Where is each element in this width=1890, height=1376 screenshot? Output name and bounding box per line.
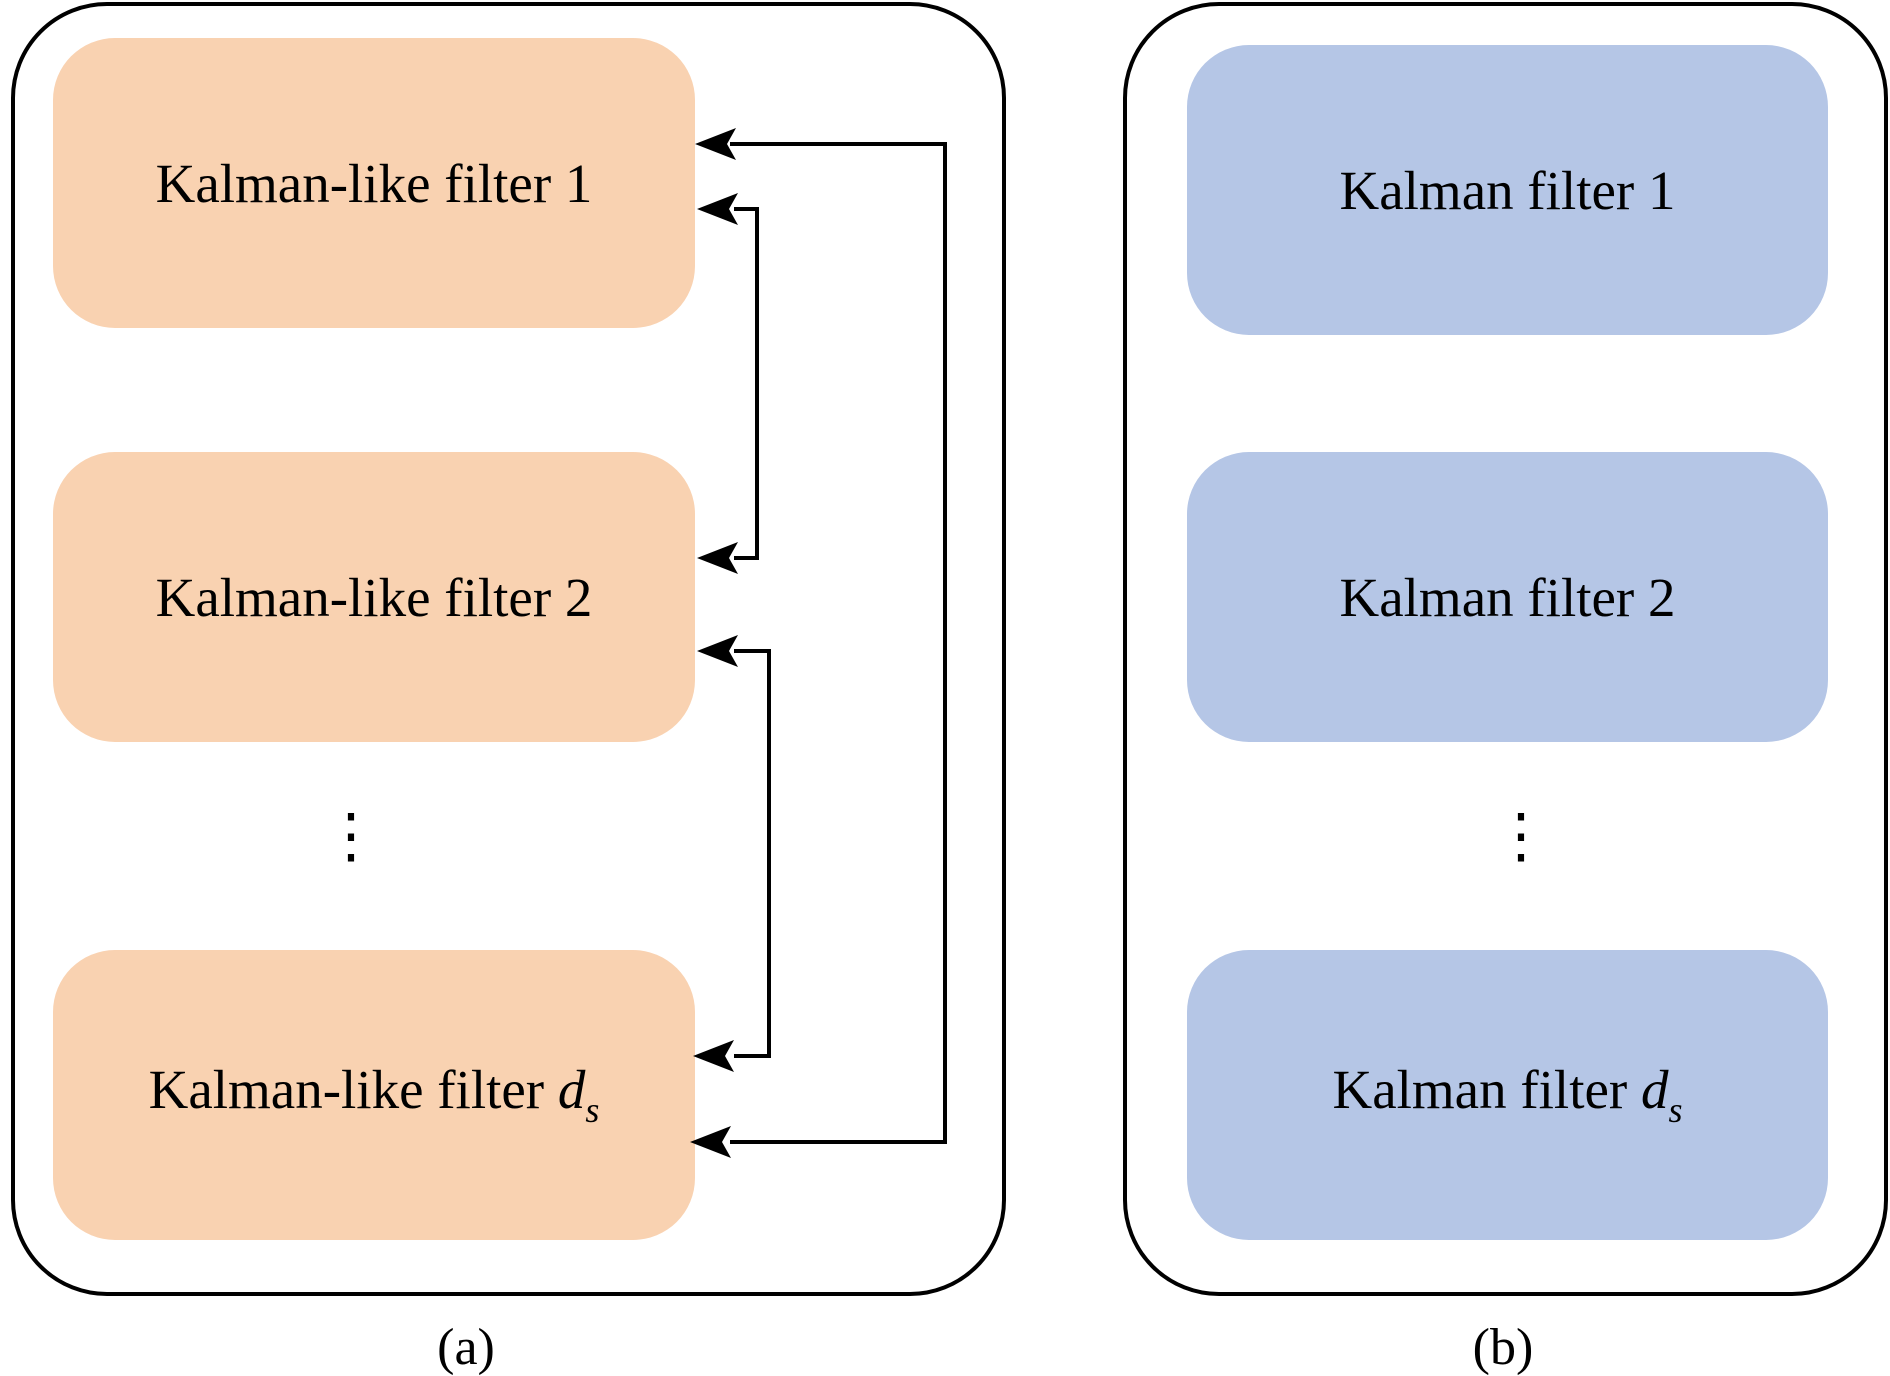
arrowhead-filter1-inner [697,193,738,225]
arrowhead-filterds-outer [690,1126,731,1158]
filter-index-symbol: d [1640,1059,1669,1120]
kalman-filter-1-label: Kalman filter 1 [1339,159,1676,221]
filter-index-subscript: s [585,1090,600,1130]
kalman-filter-2-label: Kalman filter 2 [1339,566,1676,628]
kalman-like-filter-ds-label: Kalman-like filter ds [148,1059,600,1130]
filter-index-symbol: d [557,1059,586,1120]
panel-b-ellipsis: ⋮ [1491,803,1551,869]
panel-b-caption: (b) [1472,1319,1534,1376]
kalman-filter-2-box: Kalman filter 2 [1187,452,1828,742]
kalman-like-filter-ds-box: Kalman-like filter ds [53,950,695,1240]
arrowhead-filter1-outer [695,128,736,160]
panel-a-caption: (a) [437,1319,495,1376]
link-filter1-filterds [730,142,947,1144]
filter-index-subscript: s [1668,1090,1683,1130]
kalman-filter-ds-label: Kalman filter ds [1332,1059,1683,1130]
kalman-like-filter-1-box: Kalman-like filter 1 [53,38,695,328]
kalman-like-filter-2-label: Kalman-like filter 2 [155,566,593,628]
kalman-filter-ds-box: Kalman filter ds [1187,950,1828,1240]
kalman-like-filter-2-box: Kalman-like filter 2 [53,452,695,742]
kalman-filter-1-box: Kalman filter 1 [1187,45,1828,335]
arrowhead-filterds-inner [693,1040,734,1072]
link-filter2-filterds [734,649,771,1058]
arrowhead-filter2-upper [697,542,738,574]
link-filter1-filter2 [734,207,759,560]
arrowhead-filter2-lower [697,635,738,667]
panel-a-ellipsis: ⋮ [321,803,381,869]
kalman-like-filter-1-label: Kalman-like filter 1 [155,152,593,214]
